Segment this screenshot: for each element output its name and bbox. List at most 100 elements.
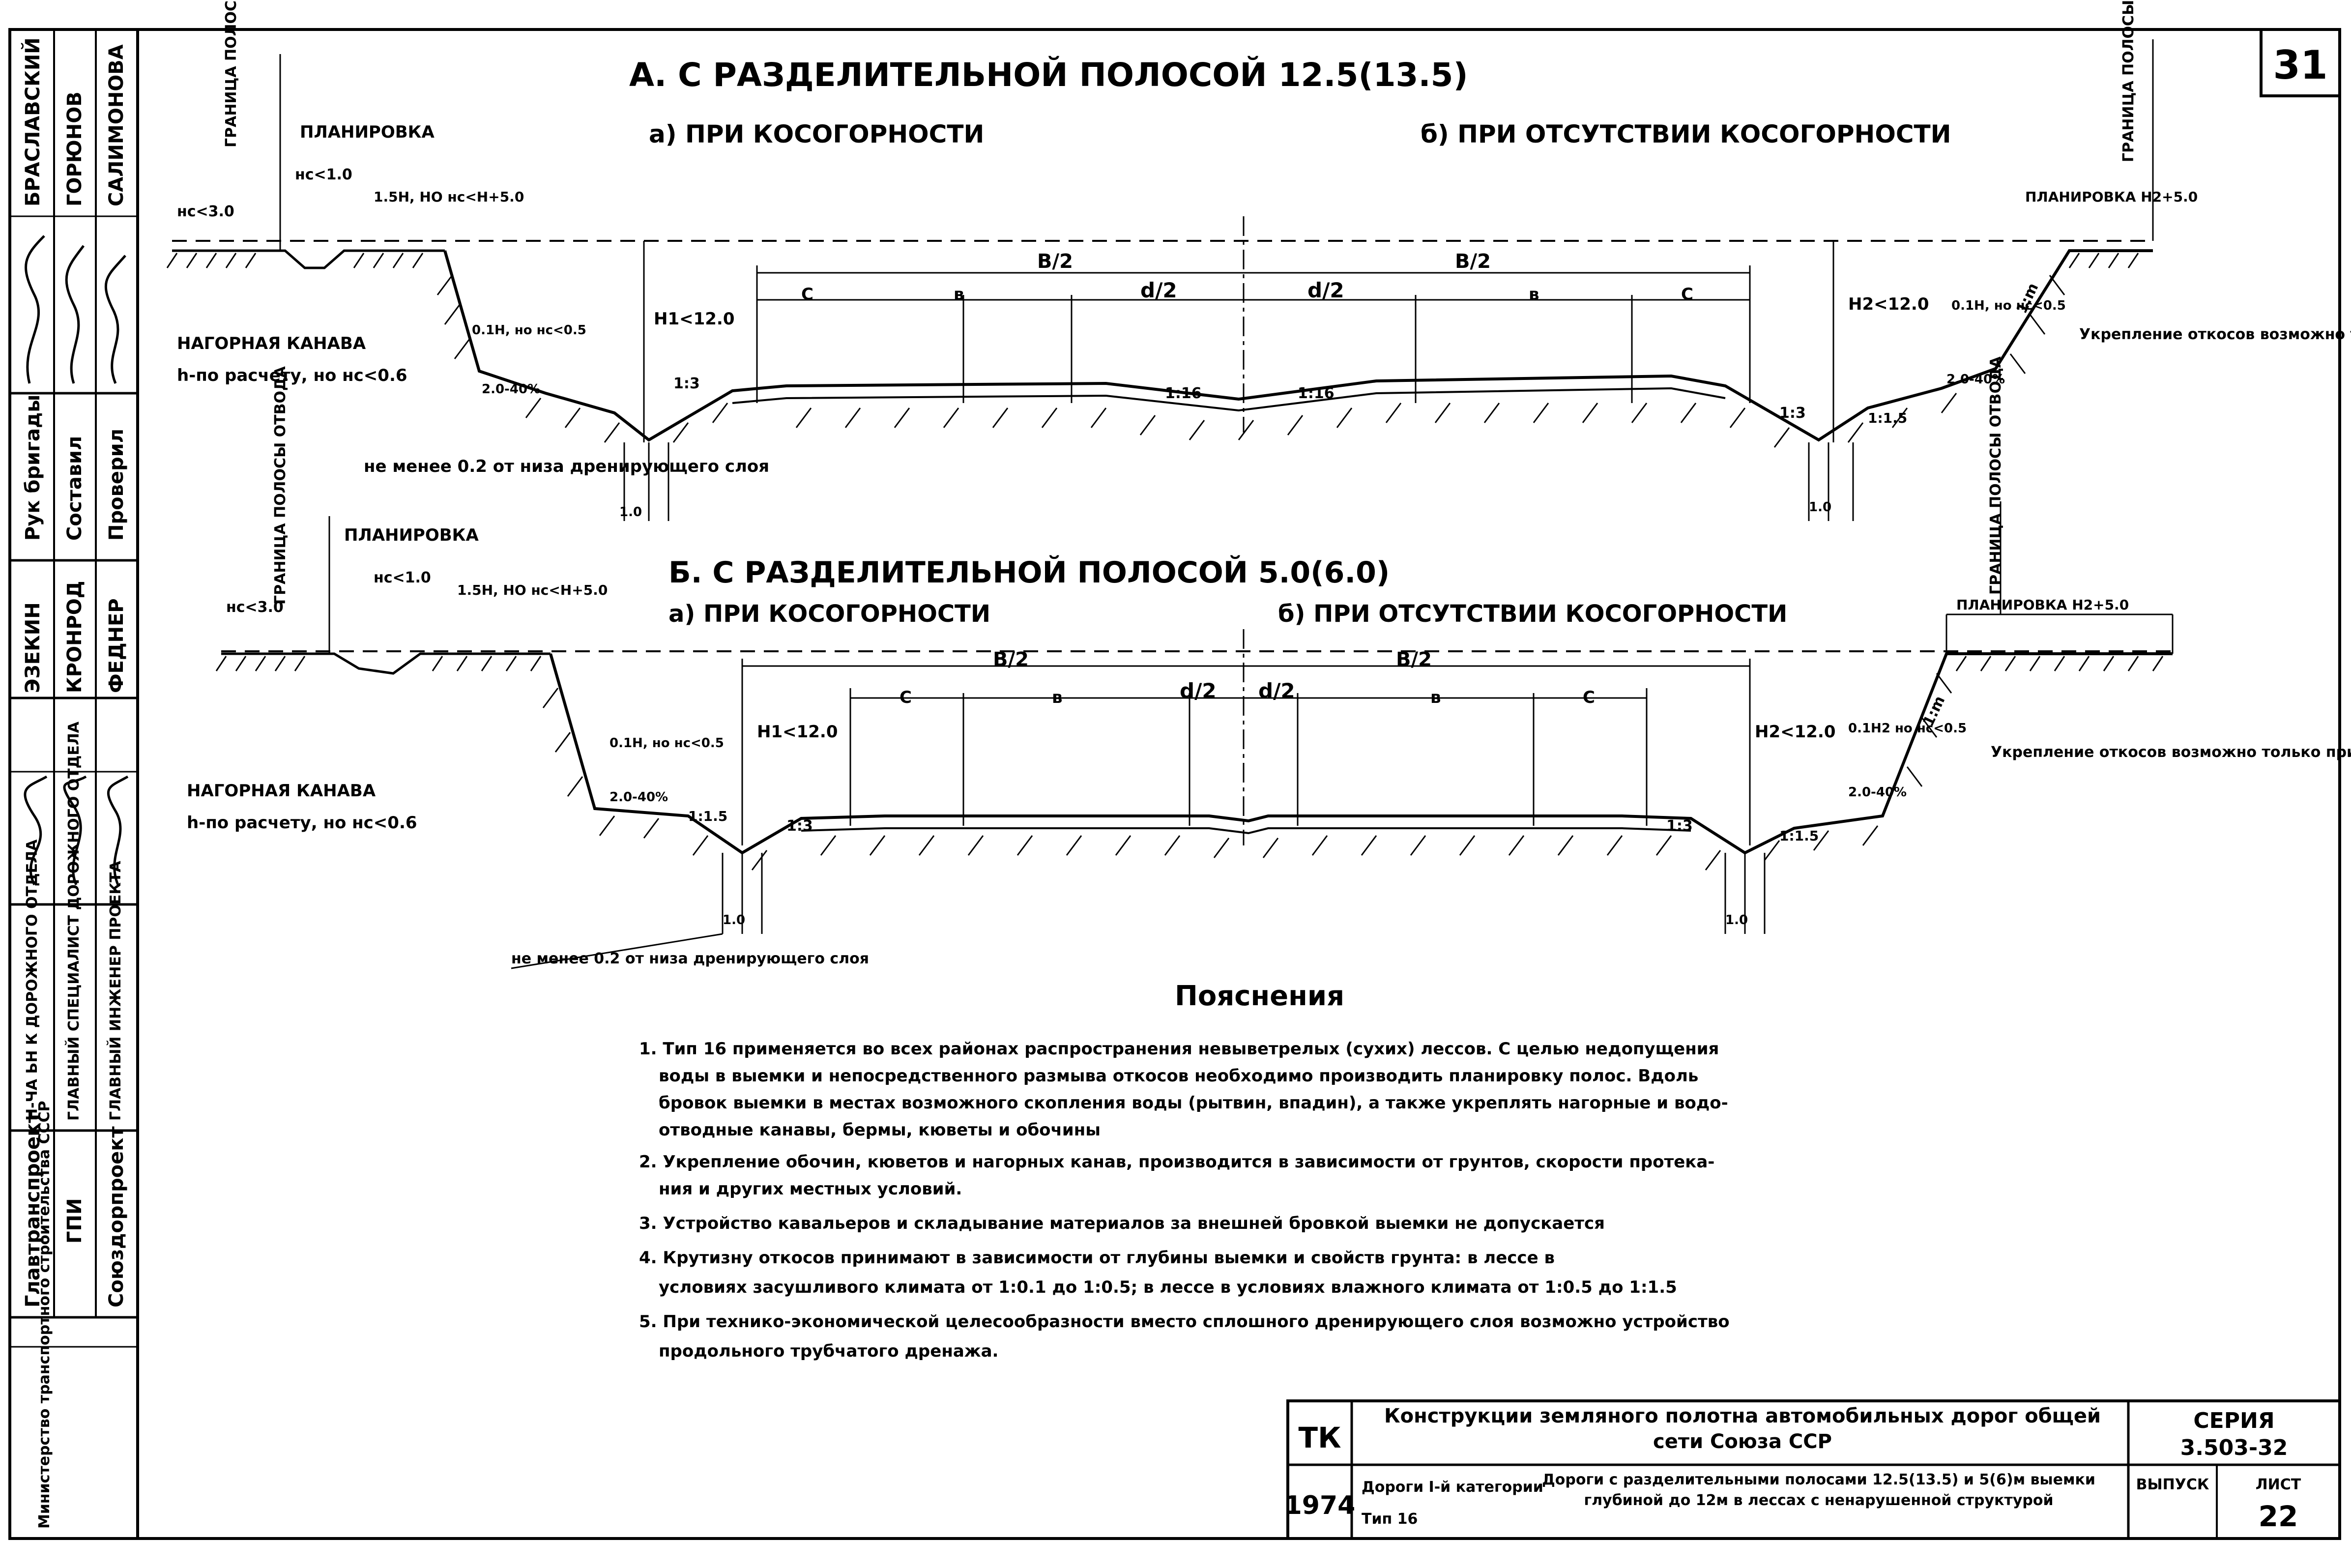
stamp-name-1: БРАСЛАВСКИЙ [21, 37, 44, 206]
title-block [1286, 1399, 2341, 1540]
section-a-profile [172, 39, 2154, 521]
title-tk: ТК [1299, 1421, 1341, 1454]
b-h1: Н1<12.0 [757, 722, 838, 742]
stamp-pos-1: Н-ЧА ЬН К ДОРОЖНОГО ОТДЕЛА [24, 839, 41, 1121]
a-reinforce: Укрепление откосов возможно только при и… [2079, 326, 2351, 343]
a-berm-2: 2.0-40% [482, 382, 540, 397]
b-ditch: НАГОРНАЯ КАНАВА [187, 781, 376, 801]
stamp-name-6: ФЕДНЕР [105, 598, 128, 693]
stamp-name-4: ЭЗЕКИН [22, 602, 44, 693]
a-slope-3-right: 1:3 [1779, 405, 1806, 422]
b-berm-4: 2.0-40% [1848, 785, 1907, 800]
signature-1 [24, 235, 129, 886]
b-slope-15-right: 1:1.5 [1779, 828, 1819, 844]
a-b-left: в [954, 285, 964, 304]
stamp-name-2: ГОРЮНОВ [63, 91, 86, 206]
b-slope-15: 1.5Н, НО нс<Н+5.0 [457, 582, 608, 598]
b-reinforce: Укрепление откосов возможно только при и… [1991, 744, 2351, 761]
note-line-7: 3. Устройство кавальеров и складывание м… [639, 1214, 1605, 1233]
section-b-case-b: б) ПРИ ОТСУТСТВИИ КОСОГОРНОСТИ [1278, 600, 1787, 628]
a-half-b-left: В/2 [1037, 250, 1073, 273]
a-slope-16-right: 1:16 [1298, 385, 1335, 402]
b-boundary-left: ГРАНИЦА ПОЛОСЫ ОТВОДА [272, 366, 289, 605]
stamp-name-3: САЛИМОНОВА [105, 44, 128, 206]
a-ditch: НАГОРНАЯ КАНАВА [177, 334, 366, 353]
b-berm-1: 0.1Н, но нс<0.5 [610, 736, 724, 751]
sheet-number-box [2260, 28, 2341, 97]
b-hc-lt-3: нс<3.0 [226, 599, 284, 616]
section-a-title: А. С РАЗДЕЛИТЕЛЬНОЙ ПОЛОСОЙ 12.5(13.5) [629, 56, 1468, 94]
a-w1-right: 1.0 [1809, 500, 1831, 515]
note-line-2: воды в выемки и непосредственного размыв… [659, 1066, 1698, 1086]
title-main: Конструкции земляного полотна автомобиль… [1384, 1405, 2101, 1453]
b-slope-15-left: 1:1.5 [688, 808, 727, 824]
b-hc-lt-1: нс<1.0 [374, 569, 431, 586]
title-series-label: СЕРИЯ [2193, 1408, 2274, 1433]
a-slope-15-right: 1:1.5 [1868, 410, 1907, 426]
stamp-org-1: Главтранспроект [22, 1111, 44, 1307]
b-berm-3: 0.1Н2 но нс<0.5 [1848, 721, 1967, 736]
stamp-ministry: Министерство транспортного строительства… [36, 1101, 53, 1529]
b-slope-3-left: 1:3 [786, 817, 813, 835]
a-slope-3-left: 1:3 [673, 375, 700, 392]
title-description: Дороги с разделительными полосами 12.5(1… [1542, 1471, 2095, 1509]
b-slope-3-right: 1:3 [1666, 817, 1693, 835]
title-type: Тип 16 [1362, 1510, 1418, 1528]
b-half-b-left: В/2 [993, 648, 1029, 671]
title-main-wrap: Конструкции земляного полотна автомобиль… [1384, 1405, 2101, 1453]
a-h2: Н2<12.0 [1848, 294, 1929, 314]
section-b-ground-hatch [215, 656, 2164, 871]
b-b-right: в [1430, 688, 1441, 707]
b-half-d-right: d/2 [1258, 679, 1295, 703]
b-berm-2: 2.0-40% [610, 790, 668, 805]
b-w1-right: 1.0 [1725, 913, 1748, 928]
a-half-d-right: d/2 [1307, 278, 1344, 302]
a-grading-right: ПЛАНИРОВКА Н2+5.0 [2025, 189, 2198, 205]
note-line-9: условиях засушливого климата от 1:0.1 до… [659, 1278, 1677, 1297]
stamp-role-1: Рук бригады [22, 395, 44, 541]
section-a-case-b: б) ПРИ ОТСУТСТВИИ КОСОГОРНОСТИ [1421, 120, 1951, 148]
note-line-6: ния и других местных условий. [659, 1179, 962, 1199]
stamp-org-3: Союздорпроект [105, 1126, 128, 1307]
stamp-role-3: Проверил [105, 429, 128, 541]
title-series-value: 3.503-32 [2180, 1435, 2288, 1460]
a-drain-note: не менее 0.2 от низа дренирующего слоя [364, 457, 769, 476]
side-stamp [10, 29, 138, 1348]
title-issue-label: ВЫПУСК [2136, 1476, 2209, 1493]
a-half-d-left: d/2 [1140, 278, 1177, 302]
b-boundary-right: ГРАНИЦА ПОЛОСЫ ОТВОДА [1987, 356, 2004, 595]
sheet-number: 31 [2273, 42, 2327, 88]
section-a-case-a: а) ПРИ КОСОГОРНОСТИ [649, 120, 984, 148]
b-w1-left: 1.0 [723, 913, 745, 928]
note-line-1: 1. Тип 16 применяется во всех районах ра… [639, 1039, 1719, 1059]
notes-heading: Пояснения [1175, 980, 1344, 1012]
b-b-left: в [1052, 688, 1063, 707]
a-boundary-left: ГРАНИЦА ПОЛОСЫ ОТВОДА [223, 0, 240, 147]
b-drain-note: не менее 0.2 от низа дренирующего слоя [511, 950, 869, 967]
a-hc-lt-3: нс<3.0 [177, 203, 234, 220]
section-a-ground-hatch [166, 253, 2139, 448]
a-ditch-note: h-по расчету, но нс<0.6 [177, 366, 407, 385]
title-sheet-label: ЛИСТ [2256, 1476, 2301, 1493]
stamp-role-2: Составил [63, 436, 86, 541]
outer-frame [8, 28, 2341, 1540]
section-b-title: Б. С РАЗДЕЛИТЕЛЬНОЙ ПОЛОСОЙ 5.0(6.0) [668, 554, 1390, 590]
note-line-11: продольного трубчатого дренажа. [659, 1341, 998, 1361]
a-half-b-right: В/2 [1455, 250, 1491, 273]
b-h2: Н2<12.0 [1755, 722, 1836, 742]
note-line-3: бровок выемки в местах возможного скопле… [659, 1093, 1728, 1113]
a-w1-left: 1.0 [619, 505, 642, 520]
note-line-4: отводные канавы, бермы, кюветы и обочины [659, 1120, 1101, 1140]
section-b-case-a: а) ПРИ КОСОГОРНОСТИ [668, 600, 990, 628]
title-year: 1974 [1284, 1491, 1356, 1520]
title-sheet-value: 22 [2259, 1500, 2298, 1533]
a-slope-16-left: 1:16 [1165, 385, 1202, 402]
b-grading-left: ПЛАНИРОВКА [344, 525, 479, 545]
section-b-profile [221, 501, 2174, 969]
stamp-pos-2: ГЛАВНЫЙ СПЕЦИАЛИСТ ДОРОЖНОГО ОТДЕЛА [65, 721, 83, 1121]
b-c-left: С [900, 688, 912, 707]
a-slope-15: 1.5Н, НО нс<Н+5.0 [374, 189, 524, 205]
b-half-d-left: d/2 [1180, 679, 1217, 703]
a-boundary-right: ГРАНИЦА ПОЛОСЫ ОТВОДА [2120, 0, 2137, 162]
